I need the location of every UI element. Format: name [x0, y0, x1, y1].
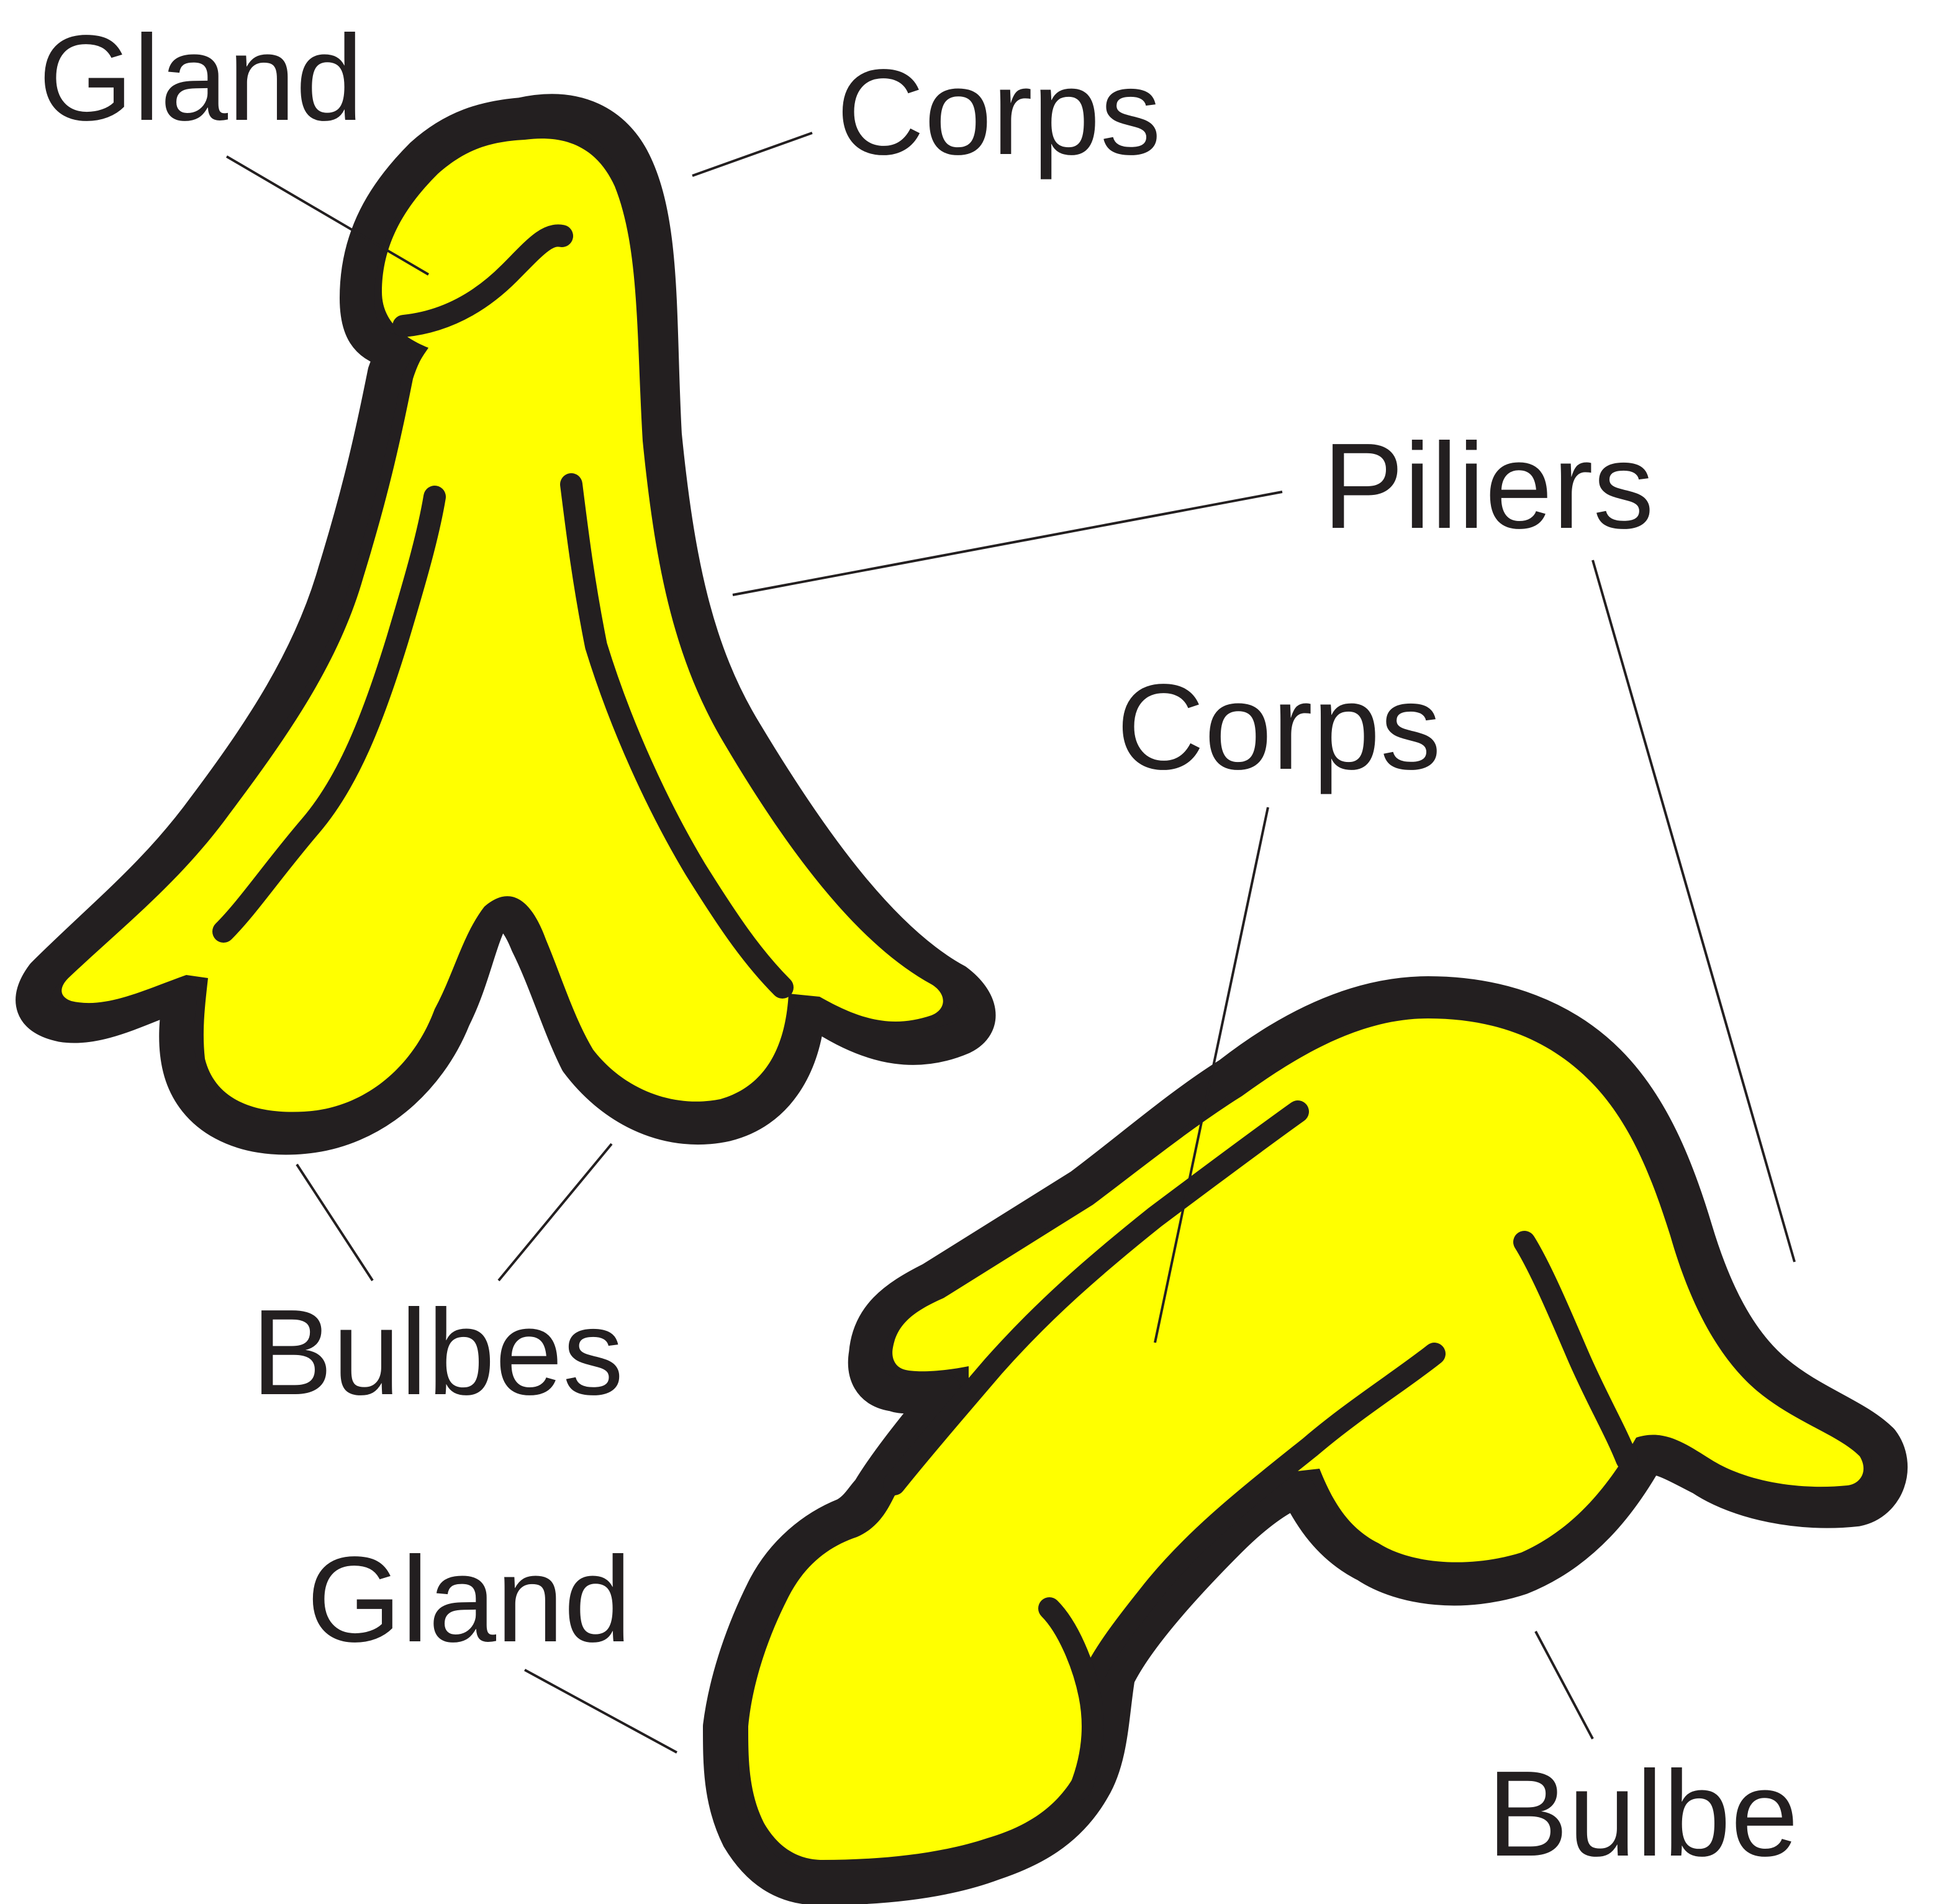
- label-bulbes: Bulbes: [251, 1284, 623, 1420]
- label-gland-top: Gland: [38, 10, 363, 146]
- top-organ-figure: [33, 111, 978, 1137]
- label-bulbe: Bulbe: [1487, 1746, 1798, 1882]
- leader-bulbes-left: [297, 1164, 373, 1281]
- label-piliers: Piliers: [1323, 418, 1654, 554]
- label-corps-bottom: Corps: [1116, 659, 1441, 795]
- leader-piliers-top: [733, 492, 1282, 595]
- label-corps-top: Corps: [836, 44, 1161, 180]
- leader-bulbes-right: [499, 1144, 612, 1281]
- leader-bulbe-bottom: [1536, 1631, 1593, 1739]
- leader-gland-bottom: [525, 1670, 677, 1752]
- leader-corps-top: [692, 133, 812, 176]
- label-gland-bottom: Gland: [307, 1531, 632, 1667]
